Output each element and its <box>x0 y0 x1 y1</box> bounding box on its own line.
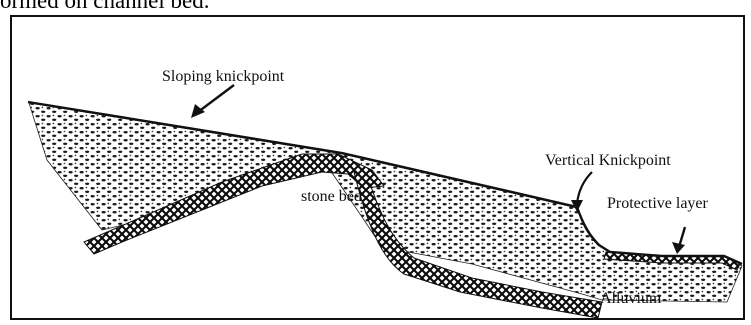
caption-fragment: ormed on channel bed. <box>0 0 209 14</box>
knickpoint-diagram: Sloping knickpoint Vertical Knickpoint s… <box>12 17 745 320</box>
label-alluvium: Alluvium <box>600 290 662 307</box>
label-protective-layer: Protective layer <box>607 195 709 212</box>
figure-frame: Sloping knickpoint Vertical Knickpoint s… <box>10 15 745 320</box>
vertical-knickpoint-arrow <box>571 172 592 212</box>
label-sloping-knickpoint: Sloping knickpoint <box>162 68 285 85</box>
protective-layer-arrow <box>672 227 685 254</box>
label-vertical-knickpoint: Vertical Knickpoint <box>545 152 671 169</box>
label-stone-bed: stone bed <box>301 188 362 205</box>
sloping-knickpoint-arrow <box>191 85 234 118</box>
